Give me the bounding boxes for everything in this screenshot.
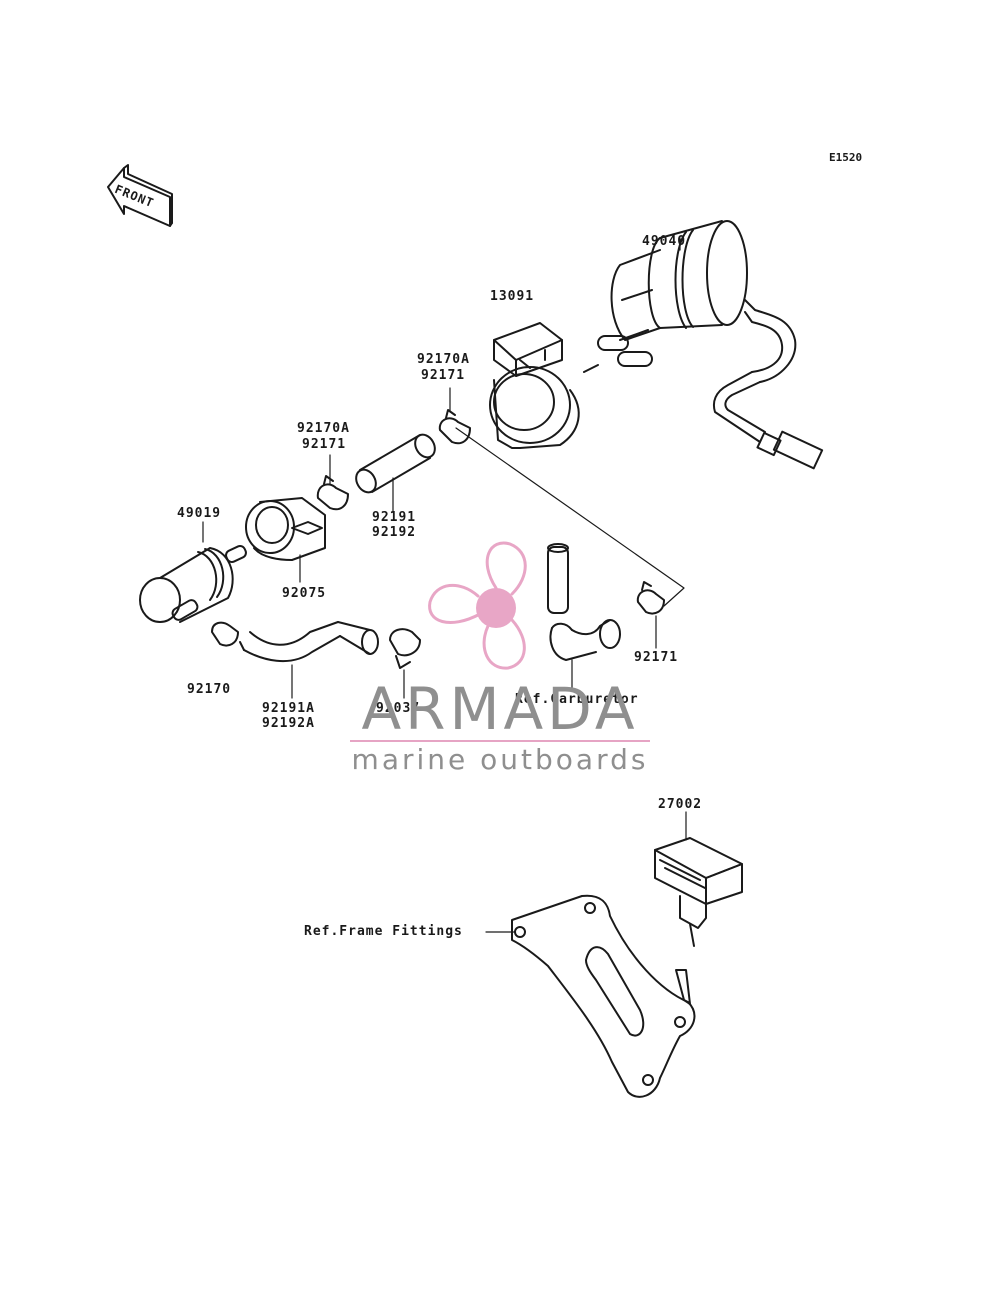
label-92170A-a: 92170A [417,352,470,367]
ref-carburetor-label: Ref.Carburetor [515,692,639,707]
clip-92170 [211,621,239,647]
label-92170: 92170 [187,682,232,697]
relay-27002 [654,837,743,947]
leader-lines [202,237,687,933]
label-92170A-b: 92170A [297,421,350,436]
clip-92037 [389,628,421,669]
carburetor-hoses [547,543,621,661]
label-49019: 49019 [177,506,222,521]
fuel-filter-49019 [139,544,247,623]
routing-line [455,427,685,607]
label-92171-b: 92171 [302,437,347,452]
ref-frame-fittings-label: Ref.Frame Fittings [304,924,463,939]
label-92171-a: 92171 [421,368,466,383]
watermark-divider [350,740,650,742]
frame-bracket [511,894,696,1098]
label-92192: 92192 [372,525,417,540]
diagram-code: E1520 [829,151,863,164]
clip-92171-b [316,475,349,511]
fuel-pump-49040 [583,220,824,470]
label-92191: 92191 [372,510,417,525]
label-92192A: 92192A [262,716,315,731]
label-92191A: 92191A [262,701,315,716]
holder-92075 [245,497,326,561]
pump-bracket-13091 [489,322,580,449]
clip-92171-a [438,409,471,445]
armada-logo-icon [428,541,527,670]
label-92171-c: 92171 [634,650,679,665]
label-92037: 92037 [376,701,421,716]
watermark-title: ARMADA [361,675,639,743]
tube-92191 [355,433,436,494]
front-arrow-icon [107,164,173,227]
label-27002: 27002 [658,797,703,812]
label-92075: 92075 [282,586,327,601]
watermark-subtitle: marine outboards [351,743,649,776]
clip-92171-c [636,581,665,615]
label-13091: 13091 [490,289,535,304]
hose-92191A [239,621,379,663]
label-49040: 49040 [642,234,687,249]
